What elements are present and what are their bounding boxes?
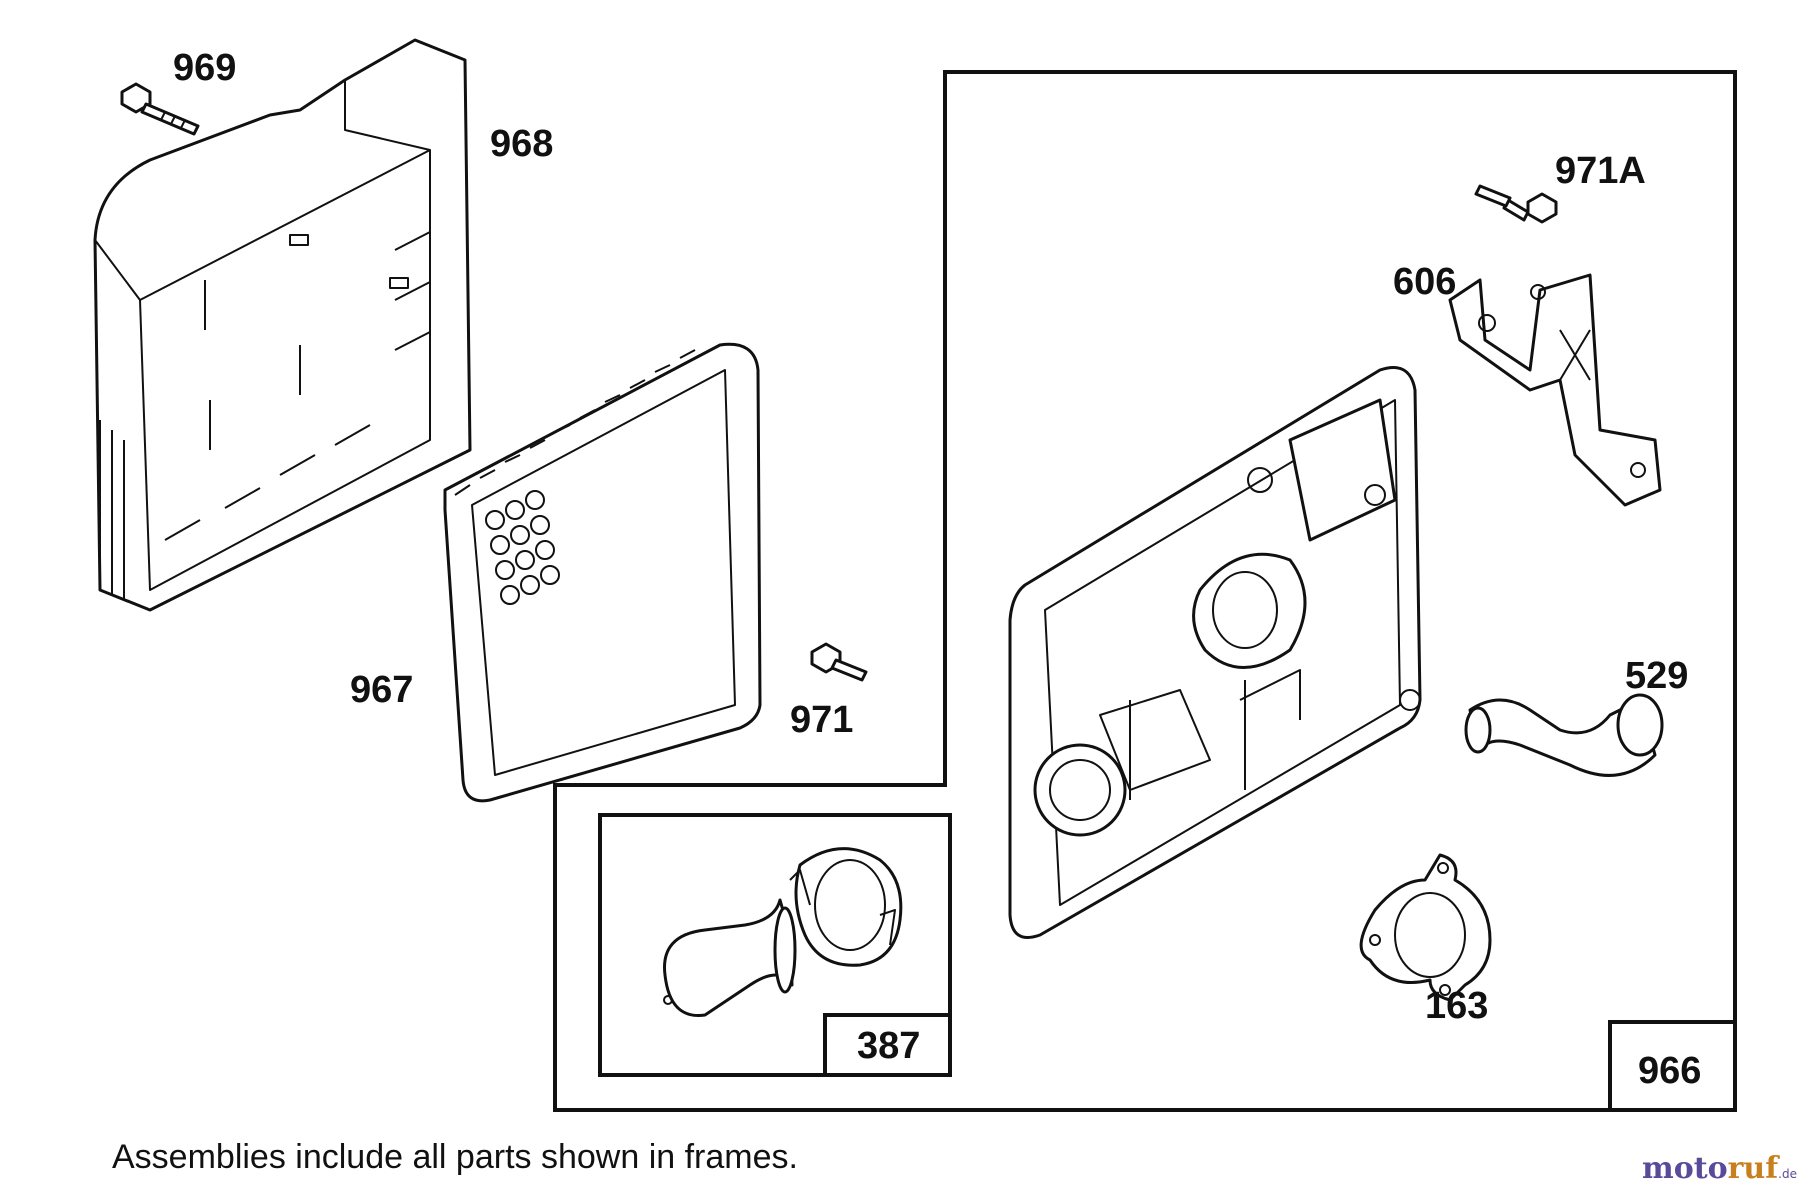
callout-387: 387 [857,1025,920,1067]
svg-text:motoruf.de: motoruf.de [1642,1151,1797,1186]
assembly-frame-966 [553,70,1737,1112]
callout-529: 529 [1625,655,1688,697]
screw-971a-drawing [1474,184,1558,224]
primer-bulb-387-drawing [663,847,903,1017]
back-plate-966-drawing [1008,366,1422,939]
bracket-606-drawing [1448,273,1662,507]
callout-968: 968 [490,123,553,165]
air-cleaner-base-968-drawing [93,38,472,612]
assembly-frame-387 [598,813,952,1077]
callout-967: 967 [350,669,413,711]
assemblies-note: Assemblies include all parts shown in fr… [112,1138,798,1176]
air-filter-967-drawing [443,342,762,803]
callout-971: 971 [790,699,853,741]
callout-163: 163 [1425,985,1488,1027]
label-box-387 [823,1013,952,1077]
elbow-tube-529-drawing [1464,693,1664,777]
gasket-163-drawing [1359,853,1492,1002]
callout-606: 606 [1393,261,1456,303]
screw-971-drawing [810,642,868,682]
callout-969: 969 [173,47,236,89]
callout-971a: 971A [1555,150,1646,192]
label-box-966 [1608,1020,1737,1112]
bolt-969-drawing [120,82,200,136]
callout-966: 966 [1638,1050,1701,1092]
motoruf-watermark-logo: motoruf.de [1642,1151,1797,1186]
